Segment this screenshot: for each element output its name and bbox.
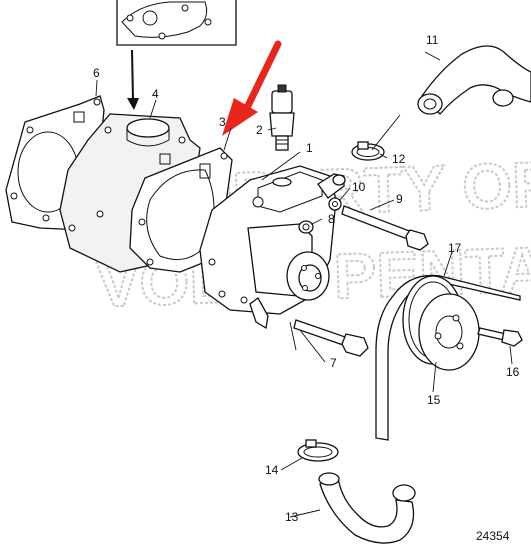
bolt-long [328,197,429,251]
pulley-bolt [477,327,523,347]
callouts: 1 2 3 4 5 6 7 8 9 10 11 12 13 14 15 16 1… [93,33,520,543]
callout-16: 16 [506,365,520,379]
leader-lines [95,51,513,518]
hose-clamp-upper [351,141,385,161]
washer-8 [298,220,314,234]
callout-3: 3 [219,115,226,129]
callout-10: 10 [352,180,366,194]
hose-clamp-lower [297,439,339,462]
callout-8: 8 [328,212,335,226]
callout-6: 6 [93,66,100,80]
callout-12: 12 [392,152,406,166]
bolt-lower [293,319,369,357]
callout-11: 11 [426,33,439,47]
figure-number: 24354 [476,529,510,543]
callout-2: 2 [256,123,263,137]
callout-9: 9 [396,192,403,206]
water-pump [199,165,346,330]
inset-pointer-arrow [127,49,139,110]
hose-lower [318,472,416,544]
highlight-arrow [222,40,282,136]
temperature-sender [269,84,295,151]
pulley [402,275,480,371]
hose-upper [417,45,531,115]
callout-7: 7 [330,356,337,370]
callout-4: 4 [152,87,159,101]
callout-13: 13 [285,510,299,524]
callout-17: 17 [448,241,462,255]
callout-1: 1 [306,141,313,155]
detail-inset [116,0,237,46]
callout-15: 15 [427,393,441,407]
callout-14: 14 [265,463,279,477]
